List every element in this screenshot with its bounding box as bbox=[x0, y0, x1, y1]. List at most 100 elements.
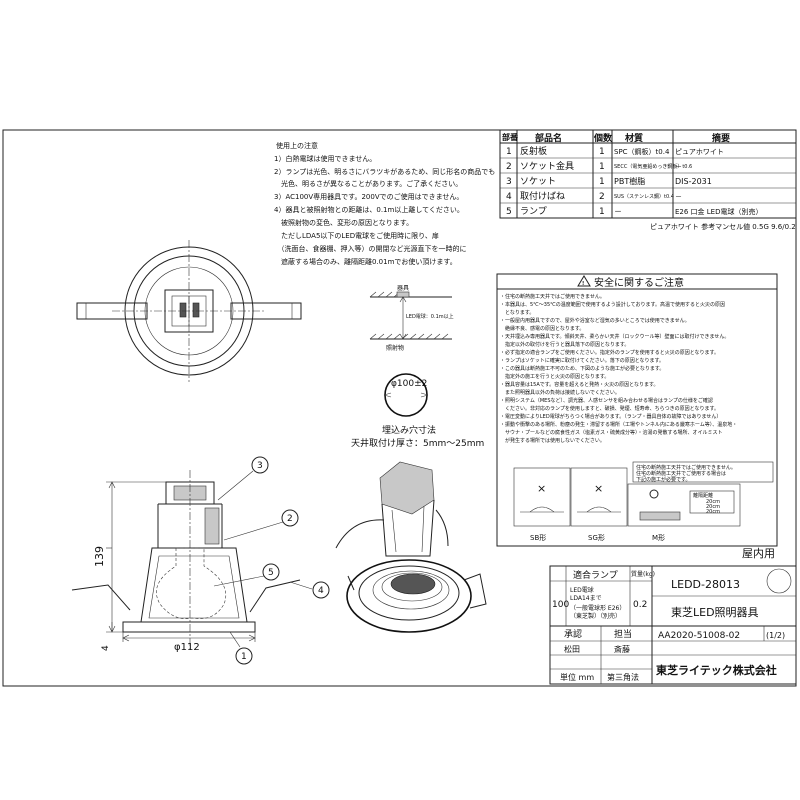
note-line: 光色、明るさが異なることがあります。ご了承ください。 bbox=[274, 179, 462, 188]
part-remarks: － bbox=[675, 163, 682, 171]
title-block: 屋内用 適合ランプ 質量(kg) 100 LED電球 LDA14まで （一般電球… bbox=[549, 546, 797, 685]
part-material: SPC（鋼板）t0.4 bbox=[614, 147, 670, 156]
approve-label: 承認 bbox=[564, 628, 582, 640]
part-qty: 1 bbox=[599, 177, 605, 187]
safety-line: が発生する場所では使用しないでください。 bbox=[500, 437, 605, 444]
safety-line: ・照明システム（MESなど）、調光器、人感センサを組み合わせる場合はランプの仕様… bbox=[500, 397, 713, 404]
lamp-spec: LDA14まで bbox=[570, 595, 602, 602]
diameter-dimension: φ112 bbox=[174, 642, 200, 653]
part-no: 4 bbox=[506, 192, 512, 202]
target-label: 照射物 bbox=[386, 344, 404, 352]
top-view bbox=[76, 240, 302, 382]
warning-icon: ! bbox=[582, 281, 584, 287]
part-no: 1 bbox=[506, 147, 512, 157]
safety-line: サウナ・プールなどの腐食性ガス（塩素ガス・硫黄成分等）・溶湯の発散する場所、オイ… bbox=[500, 429, 723, 436]
part-material: － bbox=[614, 207, 622, 216]
distance-diagram: 器具 LED電球：0.1m以上 照射物 bbox=[369, 285, 454, 352]
note-line: 2）ランプは光色、明るさにバラツキがあるため、同じ形名の商品でも bbox=[274, 167, 495, 176]
note-line: （洗面台、食器棚、押入等）の開閉など光源直下を一時的に bbox=[274, 244, 467, 253]
parts-header-material: 材質 bbox=[624, 132, 643, 144]
model-number: LEDD-28013 bbox=[671, 578, 740, 591]
part-qty: 1 bbox=[599, 207, 605, 217]
balloon-4: 4 bbox=[318, 586, 324, 596]
usage-notes: 使用上の注意 1）白熱電球は使用できません。 2）ランプは光色、明るさにバラツキ… bbox=[274, 141, 495, 266]
safety-line: 指定以外の取付けを行うと器具落下の原因となります。 bbox=[500, 341, 629, 348]
approver-name: 松田 bbox=[564, 644, 580, 654]
lamp-header: 適合ランプ bbox=[573, 569, 618, 581]
parts-table: 部番 部品名 個数 材質 摘要 1 反射板 1 SPC（鋼板）t0.4 ピュアホ… bbox=[499, 129, 797, 231]
part-remarks: ピュアホワイト bbox=[675, 148, 724, 156]
insulation-note-2: 住宅の断熱施工天井でご使用する場合は bbox=[636, 470, 726, 477]
lamp-spec: （一般電球形 E26） bbox=[570, 604, 625, 612]
unit-label: 単位 mm bbox=[560, 672, 594, 682]
safety-line: ・一般屋内用器具ですので、屋外や浴室など湿気の多いところでは使用できません。 bbox=[500, 317, 690, 324]
safety-line: ・電圧変動によりLED電球がちらつく場合があります。（ランプ・器具自体の故障では… bbox=[500, 413, 721, 420]
part-name: 取付けばね bbox=[520, 191, 565, 202]
isometric-view bbox=[335, 461, 487, 633]
part-no: 2 bbox=[506, 162, 512, 172]
cutout-diagram: φ100±2 埋込み穴寸法 天井取付け厚さ：5mm～25mm bbox=[351, 373, 484, 449]
safety-title: 安全に関するご注意 bbox=[594, 276, 684, 289]
part-qty: 1 bbox=[599, 147, 605, 157]
type-mark-ok-icon bbox=[649, 489, 659, 499]
note-line: 3）AC100V専用器具です。200Vでのご使用はできません。 bbox=[274, 192, 463, 201]
notes-heading: 使用上の注意 bbox=[276, 141, 318, 150]
note-line: 4）器具と被照射物との距離は、0.1m以上離してください。 bbox=[274, 205, 464, 214]
type-mark: × bbox=[594, 482, 603, 495]
safety-line: 絶縁不良、感電の原因となります。 bbox=[500, 325, 584, 332]
balloon-2: 2 bbox=[287, 514, 293, 524]
sheet-frame bbox=[2, 129, 797, 687]
safety-line: ・器具容量は15Aです。容量を超えると発熱・火災の原因となります。 bbox=[500, 381, 659, 388]
part-remarks: E26 口金 LED電球（別売） bbox=[675, 207, 763, 216]
weight: 0.2 bbox=[633, 600, 647, 610]
distance-row: 20cm bbox=[706, 504, 720, 510]
safety-line: ・振動や衝撃のある場所、粉塵の発生・滞留する場所（工場やトンネル内にある厳寒ホー… bbox=[500, 421, 737, 428]
distance-label: LED電球：0.1m以上 bbox=[406, 313, 454, 320]
parts-header-qty: 個数 bbox=[593, 132, 613, 144]
side-view: 139 4 φ112 3 2 5 4 1 bbox=[71, 456, 330, 665]
safety-line: ・必ず指定の適合ランプをご使用ください。指定外のランプを使用すると火災の原因とな… bbox=[500, 349, 719, 356]
lamp-spec: LED電球 bbox=[570, 586, 594, 594]
type-label: M形 bbox=[652, 534, 665, 542]
note-line: ただしLDA5以下のLED電球をご使用時に限り、扉 bbox=[274, 231, 439, 240]
wattage: 100 bbox=[552, 600, 569, 610]
safety-line: ・住宅の断熱施工天井ではご使用できません。 bbox=[500, 293, 605, 300]
insulation-note: 住宅の断熱施工天井ではご使用できません。 bbox=[636, 464, 736, 471]
distance-row: 20cm bbox=[706, 509, 720, 515]
part-no: 5 bbox=[506, 207, 512, 217]
parts-header-name: 部品名 bbox=[535, 132, 562, 144]
note-line: 被照射物の変色、変形の原因となります。 bbox=[274, 218, 413, 227]
part-material: PBT樹脂 bbox=[614, 176, 645, 186]
part-name: ランプ bbox=[520, 206, 547, 217]
height-dimension: 139 bbox=[93, 546, 106, 567]
balloon-1: 1 bbox=[241, 652, 247, 662]
part-remarks: DIS-2031 bbox=[675, 177, 712, 186]
note-line: 1）白熱電球は使用できません。 bbox=[274, 154, 376, 163]
ceiling-thickness: 天井取付け厚さ：5mm～25mm bbox=[351, 437, 484, 449]
document-number: AA2020-51008-02 bbox=[658, 631, 740, 641]
safety-line: また照明器具以外の負荷は接続しないでください。 bbox=[500, 389, 620, 396]
part-qty: 2 bbox=[599, 192, 605, 202]
parts-header-no: 部番 bbox=[502, 132, 519, 142]
safety-line: 指定外の施工を行うと火災の原因となります。 bbox=[500, 373, 609, 380]
safety-line: ・天井埋込み専用器具です。傾斜天井、柔らかい天井（ロックウール等）壁面には取付け… bbox=[500, 333, 729, 340]
indoor-label: 屋内用 bbox=[742, 546, 775, 560]
safety-line: ・本器具は、5℃～35℃の温度範囲で使用するよう設計しております。高温で使用する… bbox=[500, 301, 725, 308]
part-material: SUS（ステンレス鋼）t0.4 bbox=[614, 193, 674, 200]
type-label: SG形 bbox=[588, 534, 605, 542]
balloon-5: 5 bbox=[268, 568, 274, 578]
lamp-spec: （東芝製）（別売） bbox=[570, 612, 621, 620]
munsell-footnote: ピュアホワイト 参考マンセル値 0.5G 9.6/0.2 bbox=[650, 222, 796, 231]
parts-header-remarks: 摘要 bbox=[712, 132, 730, 144]
safety-line: ・この器具は断熱施工不可のため、下図のような施工が必要となります。 bbox=[500, 365, 664, 372]
distance-table-title: 離隔距離 bbox=[693, 492, 713, 499]
insulation-note-3: 下記の施工が必要です。 bbox=[636, 476, 691, 483]
safety-line: ・ランプはソケットに確実に取付けてください。落下の原因となります。 bbox=[500, 357, 664, 364]
projection-label: 第三角法 bbox=[607, 672, 639, 682]
type-label: SB形 bbox=[530, 534, 546, 542]
part-name: ソケット bbox=[520, 176, 556, 187]
fixture-label: 器具 bbox=[397, 285, 409, 292]
part-name: 反射板 bbox=[520, 145, 547, 157]
